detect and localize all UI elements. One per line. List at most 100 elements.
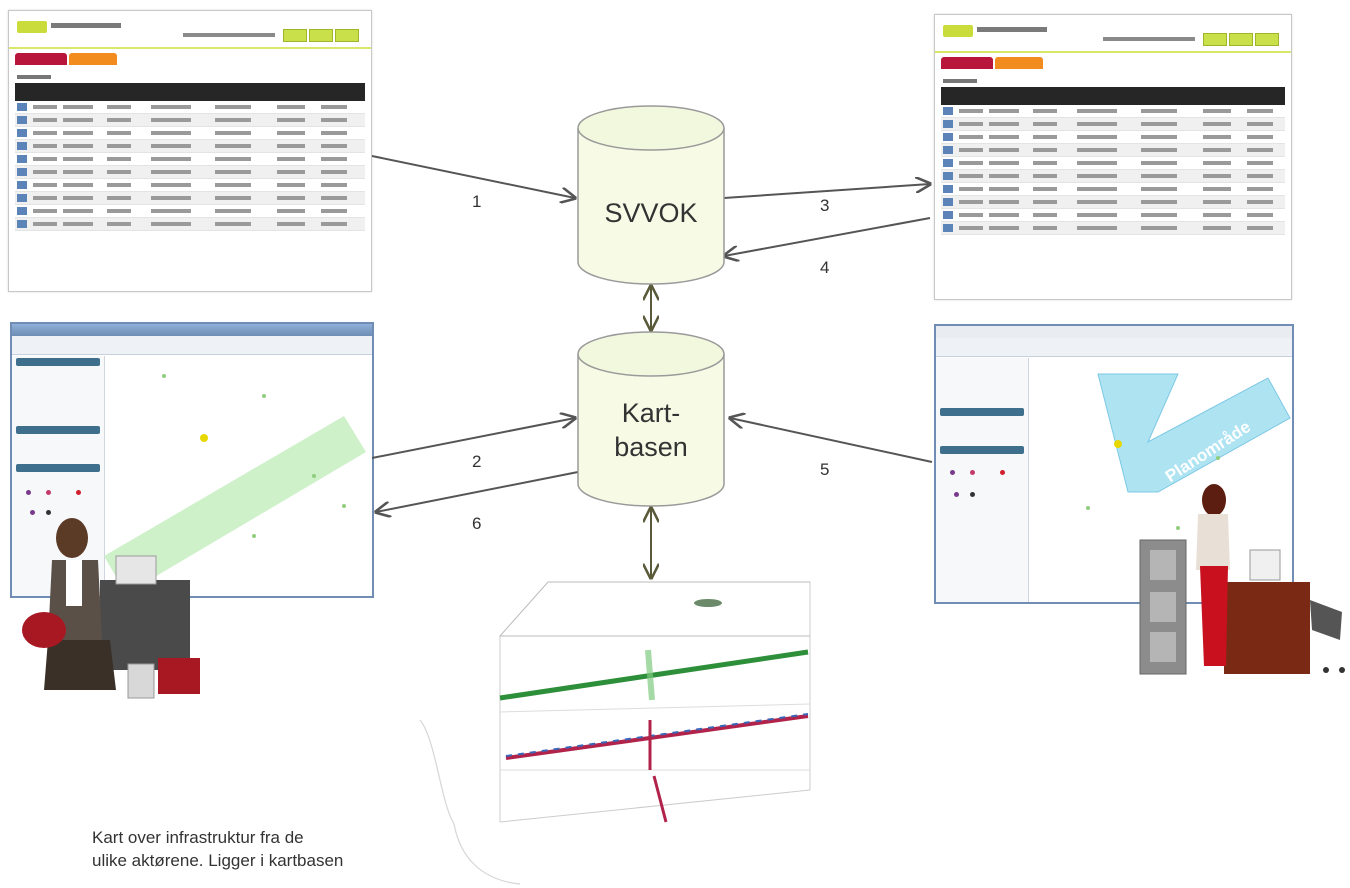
row-icon <box>943 146 953 154</box>
tab-bar <box>935 57 1291 73</box>
tab-bar <box>9 53 371 69</box>
row-icon <box>17 194 27 202</box>
tab <box>69 53 117 65</box>
header-button <box>309 29 333 42</box>
app-logo <box>17 21 47 33</box>
arrow-5 <box>730 418 933 463</box>
header-button <box>335 29 359 42</box>
row-icon <box>17 103 27 111</box>
table-row <box>941 183 1285 196</box>
table-row <box>941 118 1285 131</box>
kartbasen-label-line2: basen <box>614 432 688 462</box>
map-sidebar <box>936 358 1029 602</box>
table-row <box>941 105 1285 118</box>
window-toolbar <box>936 338 1292 357</box>
row-icon <box>17 181 27 189</box>
table-screenshot-top-right <box>934 14 1292 300</box>
window-toolbar <box>12 336 372 355</box>
caption: Kart over infrastruktur fra de ulike akt… <box>92 826 472 872</box>
svvok-database <box>577 105 725 285</box>
arrow-6 <box>376 471 579 512</box>
map-window-right: Planområde <box>934 324 1294 604</box>
header-button <box>1255 33 1279 46</box>
table-body <box>9 101 371 231</box>
header-button <box>1203 33 1227 46</box>
table-row <box>941 196 1285 209</box>
table-row <box>15 205 365 218</box>
arrow-3 <box>723 184 930 199</box>
table-header <box>15 83 365 101</box>
app-logo <box>943 25 973 37</box>
row-icon <box>943 120 953 128</box>
map-canvas <box>104 374 366 594</box>
row-icon <box>943 224 953 232</box>
table-row <box>941 209 1285 222</box>
window-titlebar <box>936 326 1292 338</box>
table-row <box>15 127 365 140</box>
tab-active <box>15 53 67 65</box>
row-icon <box>943 198 953 206</box>
infrastructure-layers <box>498 581 811 823</box>
flow-number-2: 2 <box>472 452 482 471</box>
table-row <box>15 140 365 153</box>
caption-line-1: Kart over infrastruktur fra de <box>92 828 304 847</box>
arrow-2 <box>371 418 575 459</box>
person-at-desk-left <box>22 518 200 699</box>
arrow-4 <box>724 217 931 256</box>
table-row <box>15 166 365 179</box>
table-row <box>15 153 365 166</box>
kartbasen-database <box>577 331 725 507</box>
table-row <box>941 131 1285 144</box>
map-sidebar <box>12 356 105 596</box>
row-icon <box>943 159 953 167</box>
table-row <box>941 144 1285 157</box>
header-button <box>1229 33 1253 46</box>
app-header <box>935 15 1291 53</box>
table-body <box>935 105 1291 235</box>
flow-number-6: 6 <box>472 514 482 533</box>
table-row <box>15 179 365 192</box>
map-marker <box>200 434 208 442</box>
tab-active <box>941 57 993 69</box>
table-row <box>15 192 365 205</box>
table-row <box>15 218 365 231</box>
layer-line-green <box>499 649 809 701</box>
table-row <box>941 157 1285 170</box>
svvok-label: SVVOK <box>604 198 698 228</box>
flow-number-5: 5 <box>820 460 830 479</box>
tab <box>995 57 1043 69</box>
layer-line-red <box>505 714 809 760</box>
row-icon <box>17 220 27 228</box>
row-icon <box>17 116 27 124</box>
row-icon <box>943 211 953 219</box>
table-row <box>15 114 365 127</box>
table-row <box>941 222 1285 235</box>
plan-area-left <box>104 416 366 594</box>
header-button <box>283 29 307 42</box>
row-icon <box>17 207 27 215</box>
flow-number-1: 1 <box>472 192 482 211</box>
map-canvas <box>1086 373 1291 530</box>
table-header <box>941 87 1285 105</box>
kartbasen-label-line1: Kart- <box>621 398 681 428</box>
row-icon <box>17 155 27 163</box>
flow-number-4: 4 <box>820 258 830 277</box>
row-icon <box>17 129 27 137</box>
plan-area-right <box>1097 373 1291 493</box>
caption-line-2: ulike aktørene. Ligger i kartbasen <box>92 851 344 870</box>
row-icon <box>943 133 953 141</box>
window-titlebar <box>12 324 372 336</box>
row-icon <box>943 185 953 193</box>
app-header <box>9 11 371 49</box>
caption-bracket <box>419 719 521 885</box>
map-marker <box>1114 440 1122 448</box>
row-icon <box>17 168 27 176</box>
row-icon <box>943 172 953 180</box>
flow-number-3: 3 <box>820 196 830 215</box>
row-icon <box>943 107 953 115</box>
row-icon <box>17 142 27 150</box>
table-row <box>941 170 1285 183</box>
table-screenshot-top-left <box>8 10 372 292</box>
person-with-cabinet-right <box>1139 484 1345 675</box>
